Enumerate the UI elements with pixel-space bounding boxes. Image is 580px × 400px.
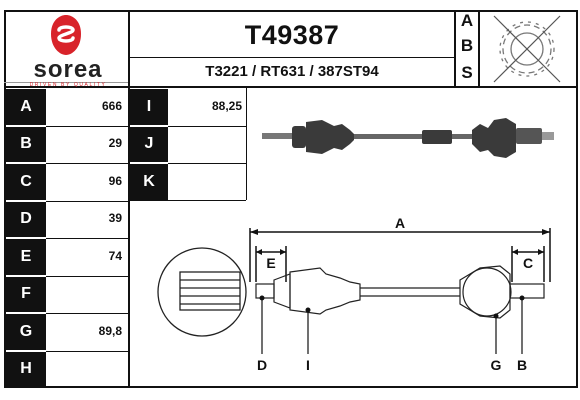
header-divider (4, 86, 578, 88)
dim-label-i: I (130, 89, 168, 125)
diagram-label-d: D (257, 357, 267, 373)
dim-value-g: 89,8 (98, 323, 122, 338)
cross-references: T3221 / RT631 / 387ST94 (205, 63, 379, 80)
dim-row-divider (46, 313, 128, 314)
diagram-label-a: A (395, 215, 405, 231)
dim-label-d: D (6, 201, 46, 237)
diagram-label-i: I (306, 357, 310, 373)
sorea-emblem-icon (51, 15, 81, 55)
drive-shaft-photo (262, 118, 554, 158)
dim-value-i: 88,25 (211, 98, 242, 113)
dim-value-c: 96 (108, 173, 122, 188)
dimension-diagram: A E C D I G B (157, 215, 551, 373)
dim-label-a: A (6, 89, 46, 125)
dim-label-g: G (6, 314, 46, 350)
brand-name: sorea (33, 56, 103, 83)
dim-row-divider (46, 238, 128, 239)
mid-table-right (246, 88, 247, 200)
no-abs-ring-icon (493, 15, 561, 83)
dim-label-j: J (130, 126, 168, 162)
brand-logo: sorea DRIVEN BY QUALITY (4, 10, 128, 88)
diagram-label-e: E (266, 255, 275, 271)
refs-divider (130, 57, 454, 58)
dim-row-divider (168, 125, 246, 127)
diagram-label-g: G (491, 357, 502, 373)
abs-letter-s: S (461, 63, 473, 82)
abs-letter-divider (478, 10, 480, 88)
abs-column-divider (454, 10, 456, 88)
logo-underline (4, 82, 128, 83)
diagram-label-b: B (517, 357, 527, 373)
dim-label-f: F (6, 276, 46, 312)
diagram-label-c: C (523, 255, 533, 271)
dim-value-b: 29 (108, 136, 122, 151)
mid-table-bottom (128, 200, 246, 201)
dim-row-divider (46, 350, 128, 352)
dim-value-e: 74 (108, 248, 122, 263)
dim-row-divider (46, 275, 128, 277)
dim-label-e: E (6, 239, 46, 275)
dim-label-b: B (6, 126, 46, 162)
brand-tagline: DRIVEN BY QUALITY (29, 82, 107, 88)
abs-letter-a: A (460, 11, 474, 30)
dim-row-divider (46, 200, 128, 202)
spec-sheet-frame (4, 10, 578, 388)
dim-value-a: 666 (101, 98, 122, 113)
dim-label-k: K (130, 164, 168, 200)
dim-row-divider (168, 163, 246, 164)
dim-value-d: 39 (108, 211, 122, 226)
logo-column-divider (128, 10, 130, 388)
dim-row-divider (46, 125, 128, 127)
dim-label-c: C (6, 164, 46, 200)
dim-label-h: H (6, 351, 46, 387)
dim-row-divider (46, 163, 128, 164)
part-code: T49387 (244, 20, 340, 50)
abs-letter-b: B (460, 36, 474, 55)
